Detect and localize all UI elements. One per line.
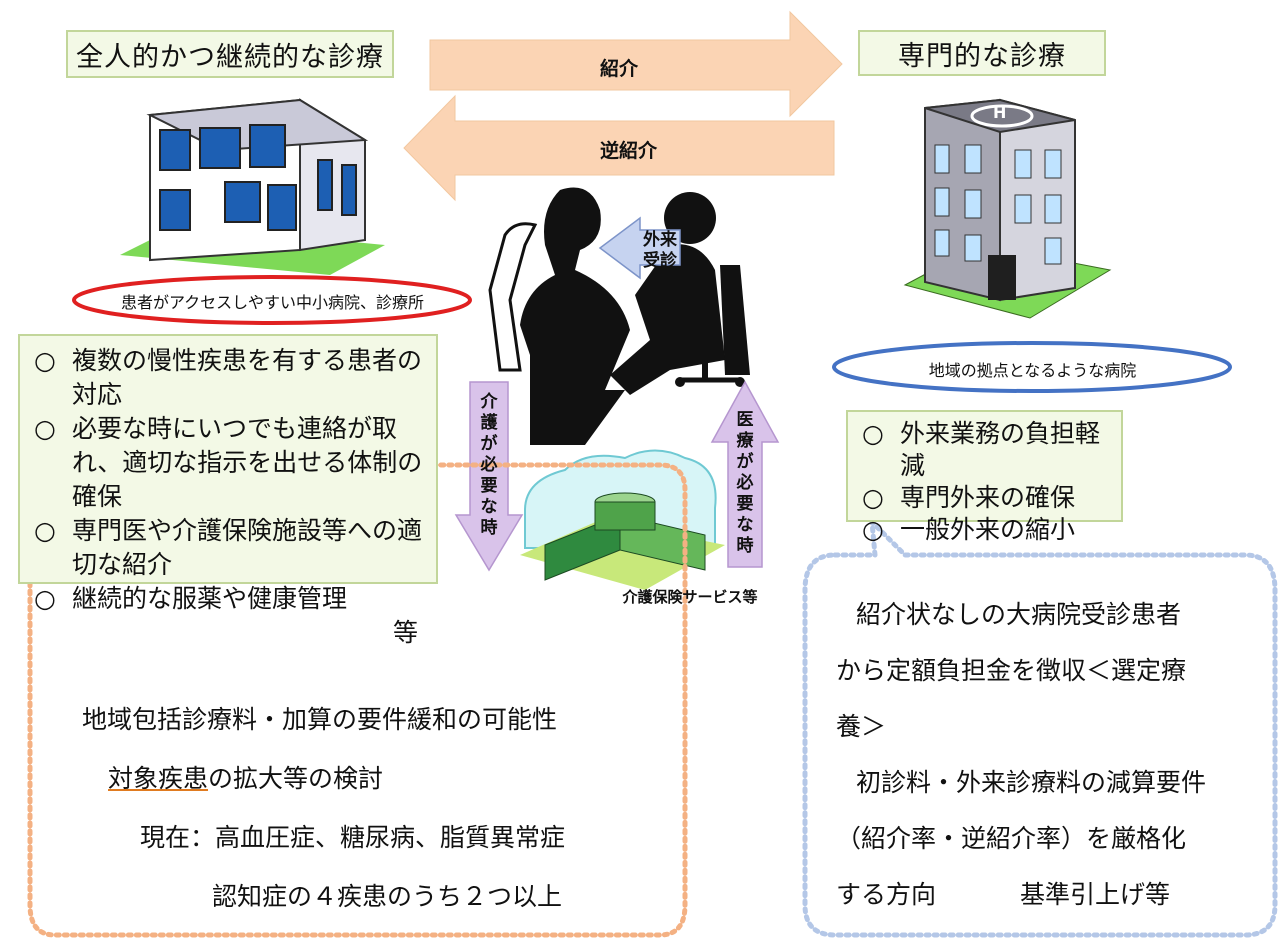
bubble-right-text: 紹介状なしの大病院受診患者 から定額負担金を徴収＜選定療 養＞ 初診料・外来診療… <box>836 587 1266 923</box>
bubble-right-line5: （紹介率・逆紹介率）を厳格化 <box>836 824 1187 853</box>
right-list-item: ○ 外来業務の負担軽減 <box>862 418 1109 482</box>
doctor-patient-image <box>488 187 750 445</box>
bubble-right-line3: 養＞ <box>836 712 887 741</box>
right-list-item-text: 外来業務の負担軽減 <box>900 419 1101 480</box>
bullet-circle-icon: ○ <box>862 483 884 512</box>
right-list-item: ○ 専門外来の確保 <box>862 482 1109 514</box>
clinic-highlight-ellipse <box>72 275 472 325</box>
bottom-right-bubble-outline <box>802 515 1278 938</box>
bubble-left-line2-rest: の拡大等の検討 <box>208 764 384 793</box>
bubble-right-line4: 初診料・外来診療料の減算要件 <box>856 768 1207 797</box>
care-facility-caption: 介護保険サービス等 <box>622 588 758 606</box>
left-list-item-text: 複数の慢性疾患を有する患者の対応 <box>72 346 423 409</box>
left-list-item-text: 継続的な服薬や健康管理 <box>72 584 348 613</box>
left-list-item-text: 必要な時にいつでも連絡が取れ、適切な指示を出せる体制の確保 <box>72 414 423 511</box>
bubble-left-line2: 対象疾患の拡大等の検討 <box>108 759 383 795</box>
right-header: 専門的な診療 <box>858 30 1106 76</box>
medical-needed-arrow <box>710 380 780 568</box>
outpatient-tag-line1: 外来 <box>643 230 677 250</box>
left-list-item: ○ 複数の慢性疾患を有する患者の対応 <box>34 344 424 412</box>
bullet-circle-icon: ○ <box>34 516 56 545</box>
medical-needed-label: 医療が必要な時 <box>734 410 756 557</box>
bubble-left-line4: 認知症の４疾患のうち２つ以上 <box>212 882 563 911</box>
bullet-circle-icon: ○ <box>862 419 884 448</box>
bubble-left-line1: 地域包括診療料・加算の要件緩和の可能性 <box>82 705 558 734</box>
referral-label: 紹介 <box>600 58 639 80</box>
outpatient-arrow <box>598 216 681 280</box>
bullet-circle-icon: ○ <box>34 414 56 443</box>
reverse-referral-label: 逆紹介 <box>600 140 658 162</box>
care-facility-image <box>520 449 725 590</box>
bullet-circle-icon: ○ <box>862 515 884 544</box>
bubble-right-line6: する方向 基準引上げ等 <box>836 867 1266 923</box>
medical-needed-text: 医療が必要な時 <box>736 410 754 556</box>
care-needed-text: 介護が必要な時 <box>480 392 498 538</box>
bullet-circle-icon: ○ <box>34 346 56 375</box>
left-list-item-text: 専門医や介護保険施設等への適切な紹介 <box>72 516 423 579</box>
outpatient-tag-line2: 受診 <box>643 251 677 271</box>
hospital-building-image <box>903 98 1112 319</box>
helipad-letter: H <box>993 103 1007 122</box>
bubble-right-line6b: 基準引上げ等 <box>1019 880 1170 909</box>
right-list-box: ○ 外来業務の負担軽減 ○ 専門外来の確保 ○ 一般外来の縮小 <box>846 410 1123 544</box>
left-header-text: 全人的かつ継続的な診療 <box>76 41 384 73</box>
reverse-referral-arrow <box>403 94 835 202</box>
bubble-right-line6a: する方向 <box>836 880 937 909</box>
bubble-right-line1: 紹介状なしの大病院受診患者 <box>856 600 1182 629</box>
right-list-item: ○ 一般外来の縮小 <box>862 514 1109 546</box>
left-list-box: ○ 複数の慢性疾患を有する患者の対応 ○ 必要な時にいつでも連絡が取れ、適切な指… <box>18 334 438 647</box>
left-list-item: ○ 継続的な服薬や健康管理 <box>34 582 424 616</box>
care-needed-label: 介護が必要な時 <box>478 392 500 539</box>
right-header-text: 専門的な診療 <box>898 40 1066 72</box>
referral-arrow <box>429 10 843 118</box>
care-needed-arrow <box>454 381 524 572</box>
left-list-item: ○ 専門医や介護保険施設等への適切な紹介 <box>34 514 424 582</box>
clinic-building-image <box>120 98 385 275</box>
right-list-item-text: 専門外来の確保 <box>900 483 1076 512</box>
left-header: 全人的かつ継続的な診療 <box>66 30 394 78</box>
hospital-highlight-ellipse <box>832 341 1232 393</box>
left-list-item: ○ 必要な時にいつでも連絡が取れ、適切な指示を出せる体制の確保 <box>34 412 424 514</box>
right-list-item-text: 一般外来の縮小 <box>900 515 1076 544</box>
bubble-left-line3: 現在：高血圧症、糖尿病、脂質異常症 <box>140 823 566 852</box>
bubble-left-underlined: 対象疾患 <box>108 764 209 793</box>
hospital-caption: 地域の拠点となるような病院 <box>928 361 1137 380</box>
outpatient-tag: 外来 受診 <box>640 230 680 272</box>
bubble-right-line2: から定額負担金を徴収＜選定療 <box>836 656 1187 685</box>
bullet-circle-icon: ○ <box>34 584 56 613</box>
clinic-caption: 患者がアクセスしやすい中小病院、診療所 <box>120 293 425 312</box>
left-list-suffix: 等 <box>392 618 418 647</box>
